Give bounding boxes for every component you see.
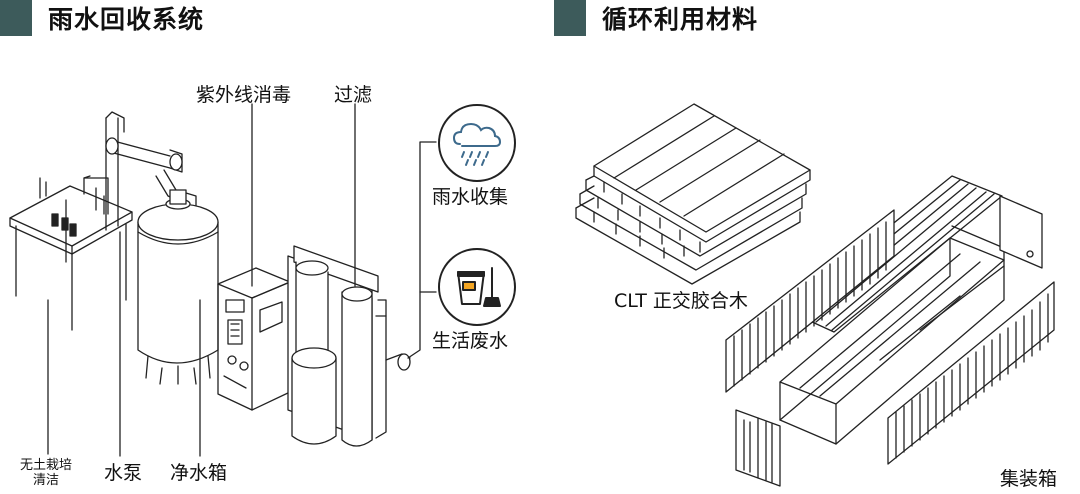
label-domestic-water: 生活废水: [432, 330, 509, 352]
pipe-network: [105, 111, 197, 231]
label-tank: 净水箱: [170, 462, 228, 484]
label-pump: 水泵: [104, 462, 143, 484]
rain-collect-badge: [438, 104, 516, 182]
container-frame: [779, 195, 1043, 445]
clean-water-tank: [137, 189, 219, 385]
container-side-wall-right: [887, 281, 1055, 465]
header-accent-bar: [0, 0, 32, 36]
clt-panel-stack: [575, 103, 811, 285]
domestic-water-badge: [438, 248, 516, 326]
filter-assembly: [287, 245, 411, 447]
bucket-mop-icon: [457, 267, 501, 307]
section-title-materials: 循环利用材料: [602, 5, 759, 34]
label-container: 集装箱: [1000, 468, 1058, 490]
container-end-doors: [735, 409, 781, 487]
header-accent-bar: [554, 0, 586, 36]
uv-disinfection-unit: [217, 267, 291, 411]
section-header-materials: 循环利用材料: [554, 0, 758, 36]
label-hydroponic: 无土栽培清洁: [19, 458, 72, 488]
section-title-rainwater: 雨水回收系统: [48, 5, 205, 34]
label-rain-collect: 雨水收集: [432, 186, 509, 208]
label-clt: CLT 正交胶合木: [614, 290, 748, 312]
rain-cloud-icon: [452, 122, 502, 166]
label-uv: 紫外线消毒: [196, 84, 292, 106]
leader-lines: [47, 103, 437, 457]
label-filter: 过滤: [334, 84, 373, 106]
section-header-rainwater: 雨水回收系统: [0, 0, 204, 36]
container-side-wall-left: [725, 209, 895, 393]
hydroponic-table: [9, 175, 133, 331]
